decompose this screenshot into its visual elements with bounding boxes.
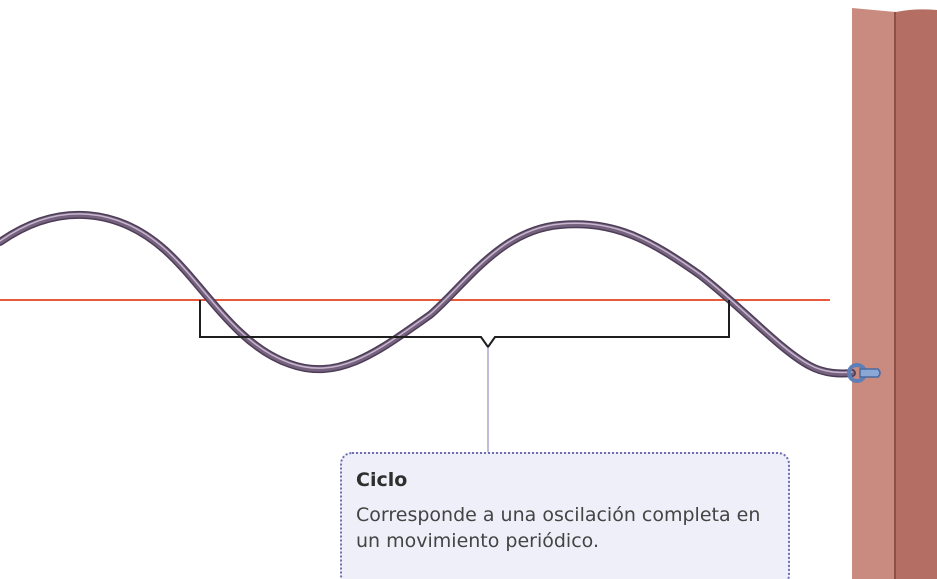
ring-hook-icon <box>847 363 881 383</box>
callout-title: Ciclo <box>356 469 408 491</box>
hook-screw <box>859 368 881 378</box>
cycle-callout: Ciclo Corresponde a una oscilación compl… <box>340 452 790 579</box>
rope-highlight <box>0 213 853 374</box>
cycle-bracket <box>199 300 730 349</box>
rope-wave <box>0 210 856 378</box>
wall-icon <box>852 8 937 579</box>
wall-front-face <box>852 8 896 579</box>
callout-description: Corresponde a una oscilación completa en… <box>356 504 761 552</box>
wall-side-face <box>896 9 937 579</box>
